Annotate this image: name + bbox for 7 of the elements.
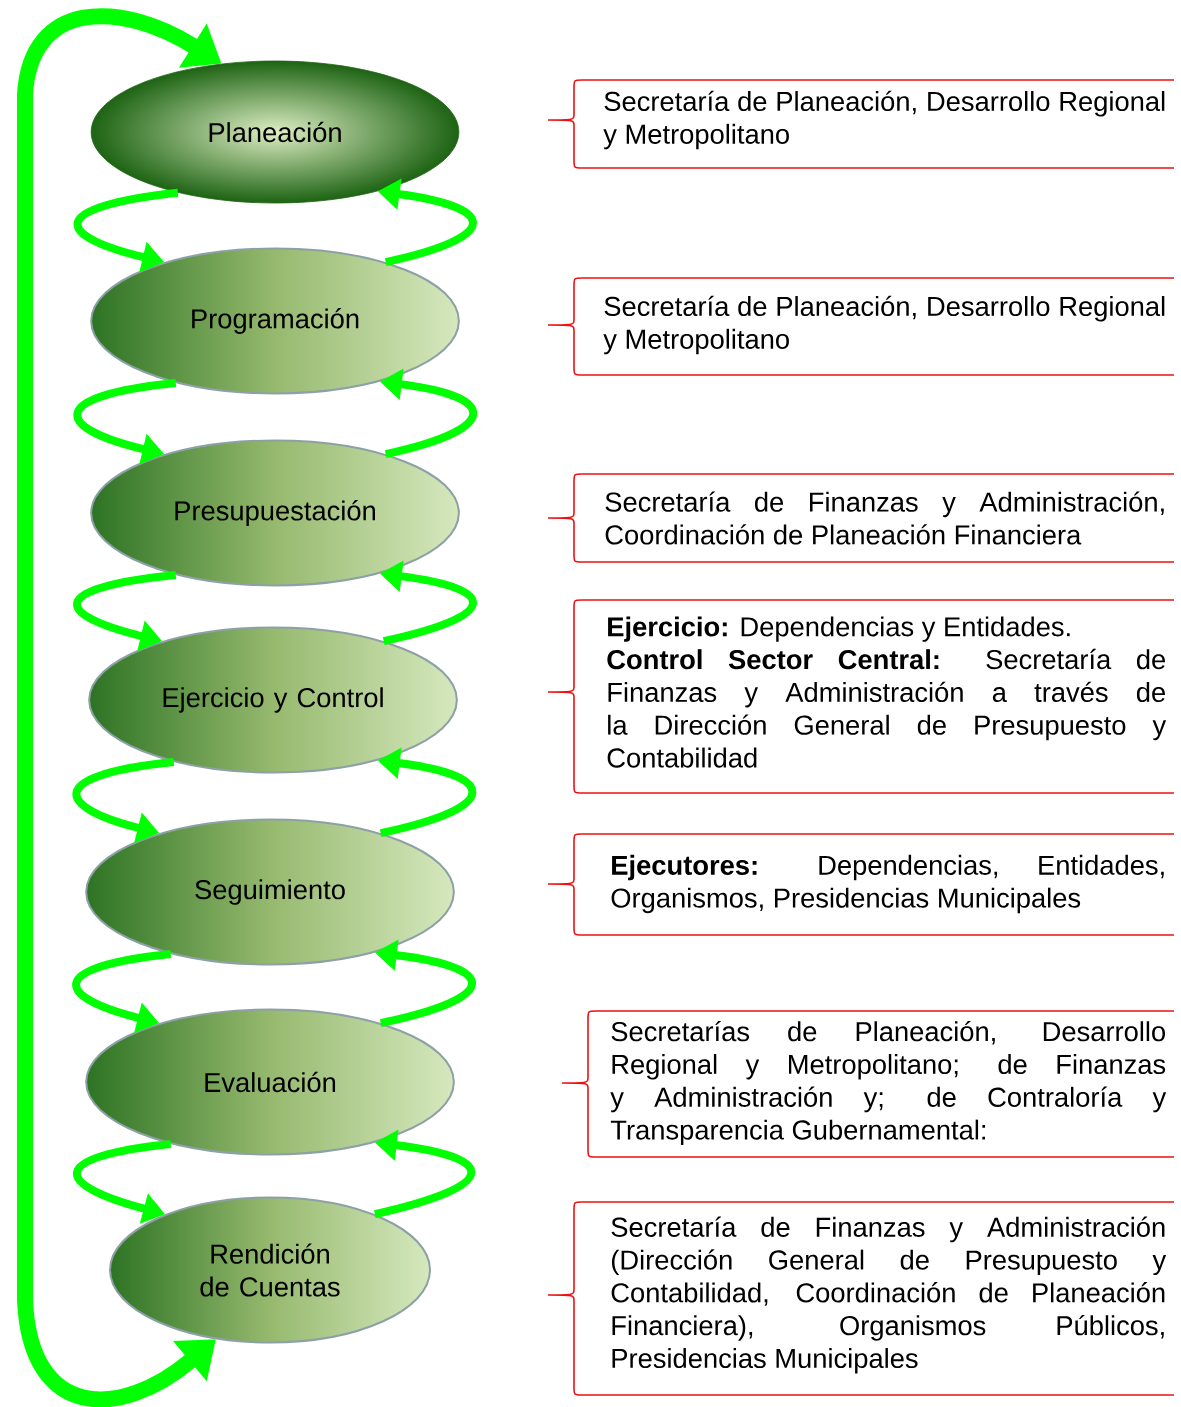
bracket-box: Secretaría de Finanzas y Administración (Dirección General de Presupuesto y Contabilidad, Coordinación de Planeación Financiera), Organismos Públicos, Presidencias Municipales (547, 1201, 1175, 1396)
bracket-box: Secretaría de Planeación, Desarrollo Regional y Metropolitano (547, 79, 1175, 169)
bracket-box: Ejercicio: Dependencias y Entidades. Control Sector Central: Secretaría de Finanzas y Administración a través de la Dirección General de Presupuesto y Contabilidad (547, 599, 1175, 794)
bracket-box: Secretarías de Planeación, Desarrollo Regional y Metropolitano; de Finanzas y Administración y; de Contraloría y Transparencia Gubernamental: (561, 1010, 1175, 1158)
bracket-box: Secretaría de Finanzas y Administración, Coordinación de Planeación Financiera (547, 473, 1175, 563)
bracket-box: Secretaría de Planeación, Desarrollo Regional y Metropolitano (547, 277, 1175, 376)
bracket-box: Ejecutores: Dependencias, Entidades, Organismos, Presidencias Municipales (547, 833, 1175, 936)
